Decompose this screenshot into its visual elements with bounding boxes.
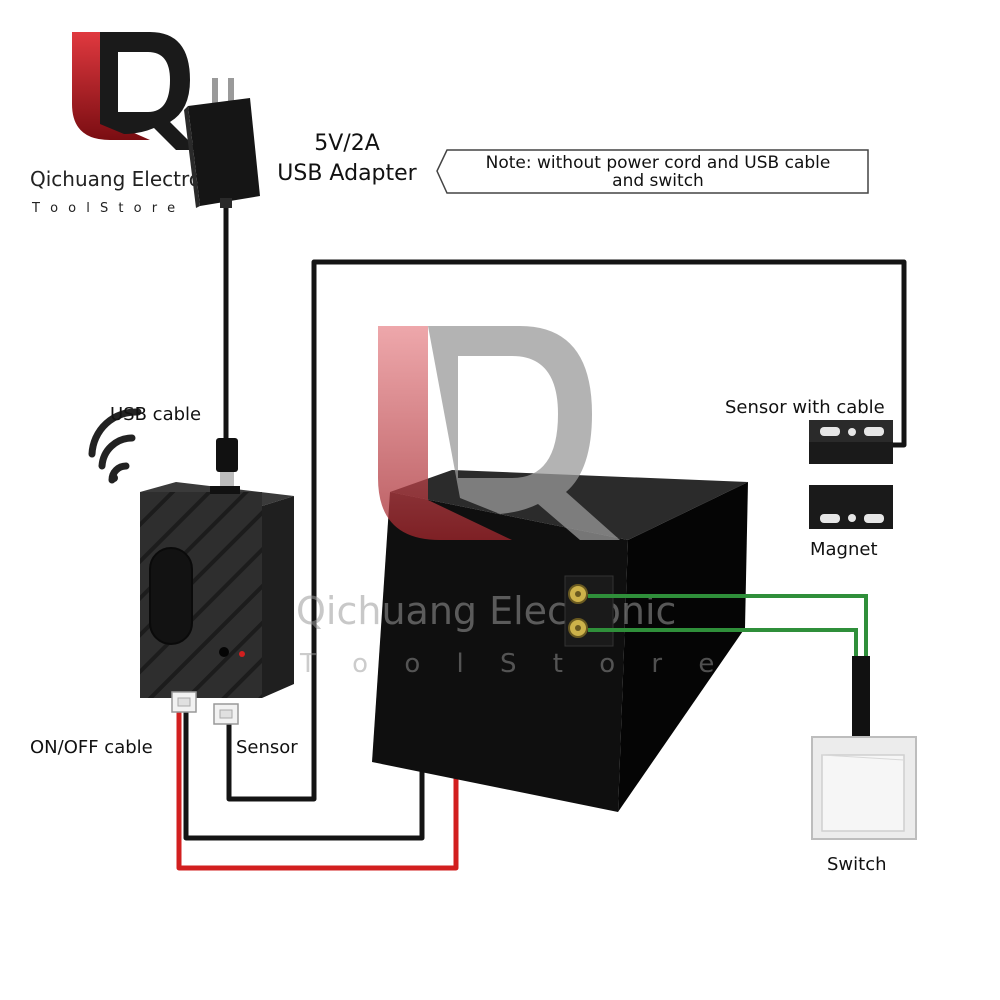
terminal-block: [564, 575, 614, 647]
green-wires: [588, 594, 868, 660]
door-sensor-icon: [809, 420, 893, 464]
controller-connectors: [171, 691, 239, 725]
magnet-icon: [809, 485, 893, 529]
wall-switch-icon: [811, 736, 917, 840]
garage-opener-box: [372, 470, 748, 812]
sensor-wire: [226, 259, 907, 802]
sensor-label: Sensor: [236, 737, 298, 758]
usb-cable-label: USB cable: [110, 404, 201, 425]
brand-logo: [72, 32, 198, 150]
watermark-tagline: T o o l S t o r e: [299, 649, 728, 679]
note-box: [436, 149, 869, 194]
note-line-1: Note: without power cord and USB cable: [486, 153, 831, 173]
brand-tagline: T o o l S t o r e: [31, 201, 178, 216]
micro-usb-plug: [216, 438, 238, 486]
on-off-cable-label: ON/OFF cable: [30, 737, 153, 758]
adapter-spec-label: 5V/2A: [314, 131, 380, 156]
wifi-controller-icon: [140, 482, 294, 698]
switch-cable: [852, 656, 870, 738]
note-line-2: and switch: [612, 171, 704, 191]
watermark-logo: [378, 326, 620, 540]
wifi-icon: [88, 408, 142, 484]
sensor-with-cable-label: Sensor with cable: [725, 397, 885, 418]
switch-label: Switch: [827, 854, 887, 875]
usb-adapter-icon: [184, 78, 260, 208]
adapter-name-label: USB Adapter: [277, 161, 417, 186]
magnet-label: Magnet: [810, 539, 878, 560]
